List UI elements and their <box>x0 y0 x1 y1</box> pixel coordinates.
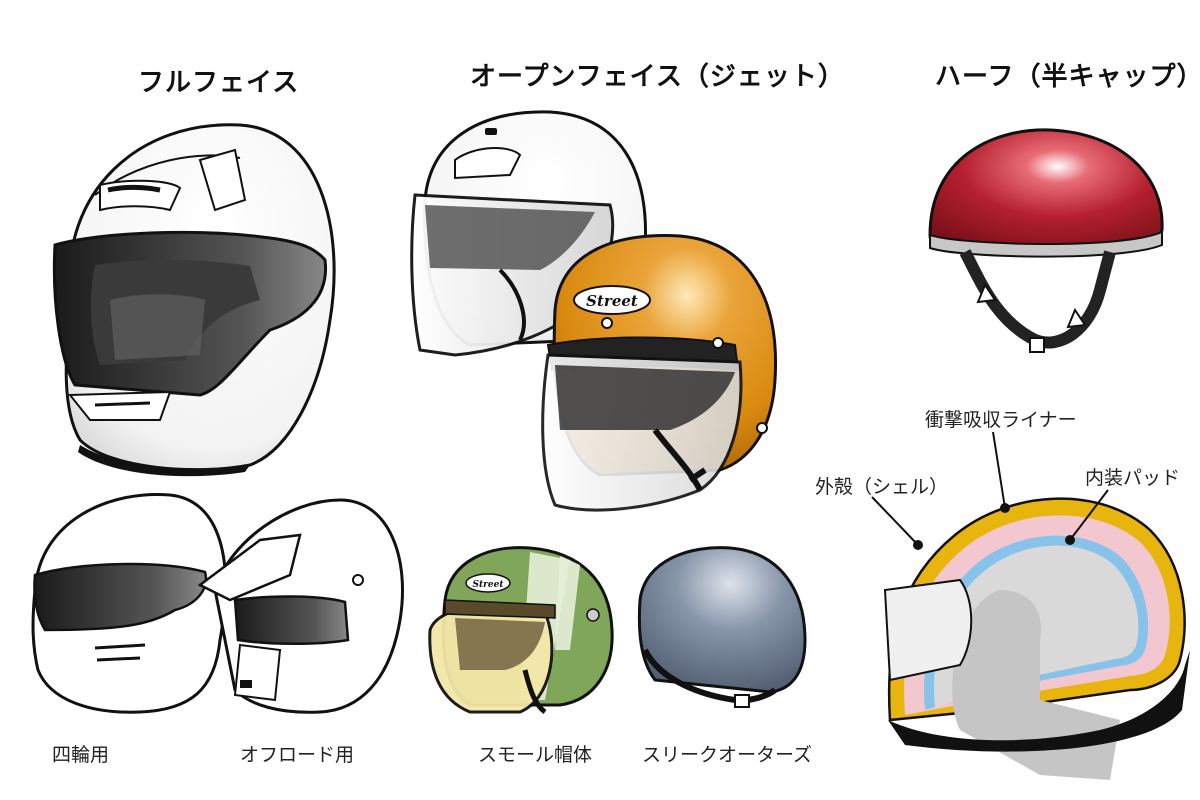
street-badge-small: Street <box>472 580 504 590</box>
full-face-helmet <box>52 123 336 477</box>
label-shell: 外殻（シェル） <box>815 476 949 498</box>
four-wheel-helmet <box>31 492 227 714</box>
half-helmet <box>928 128 1164 353</box>
caption-offroad: オフロード用 <box>240 744 355 766</box>
cross-section-diagram <box>871 431 1190 780</box>
heading-open-face: オープンフェイス（ジェット） <box>470 62 845 92</box>
open-face-orange-helmet: Street <box>541 233 778 512</box>
caption-four-wheel: 四輪用 <box>52 744 110 766</box>
heading-half: ハーフ（半キャップ） <box>935 62 1200 92</box>
label-pad: 内装パッド <box>1085 467 1181 489</box>
street-badge: Street <box>586 292 638 310</box>
heading-full-face: フルフェイス <box>138 68 300 98</box>
small-body-helmet: Street <box>428 546 614 715</box>
offroad-helmet <box>197 498 404 714</box>
caption-sleek-quarter: スリークオーターズ <box>642 744 813 766</box>
caption-small-body: スモール帽体 <box>478 744 593 766</box>
label-liner: 衝撃吸収ライナー <box>925 409 1077 431</box>
sleek-quarters-helmet <box>637 546 807 708</box>
